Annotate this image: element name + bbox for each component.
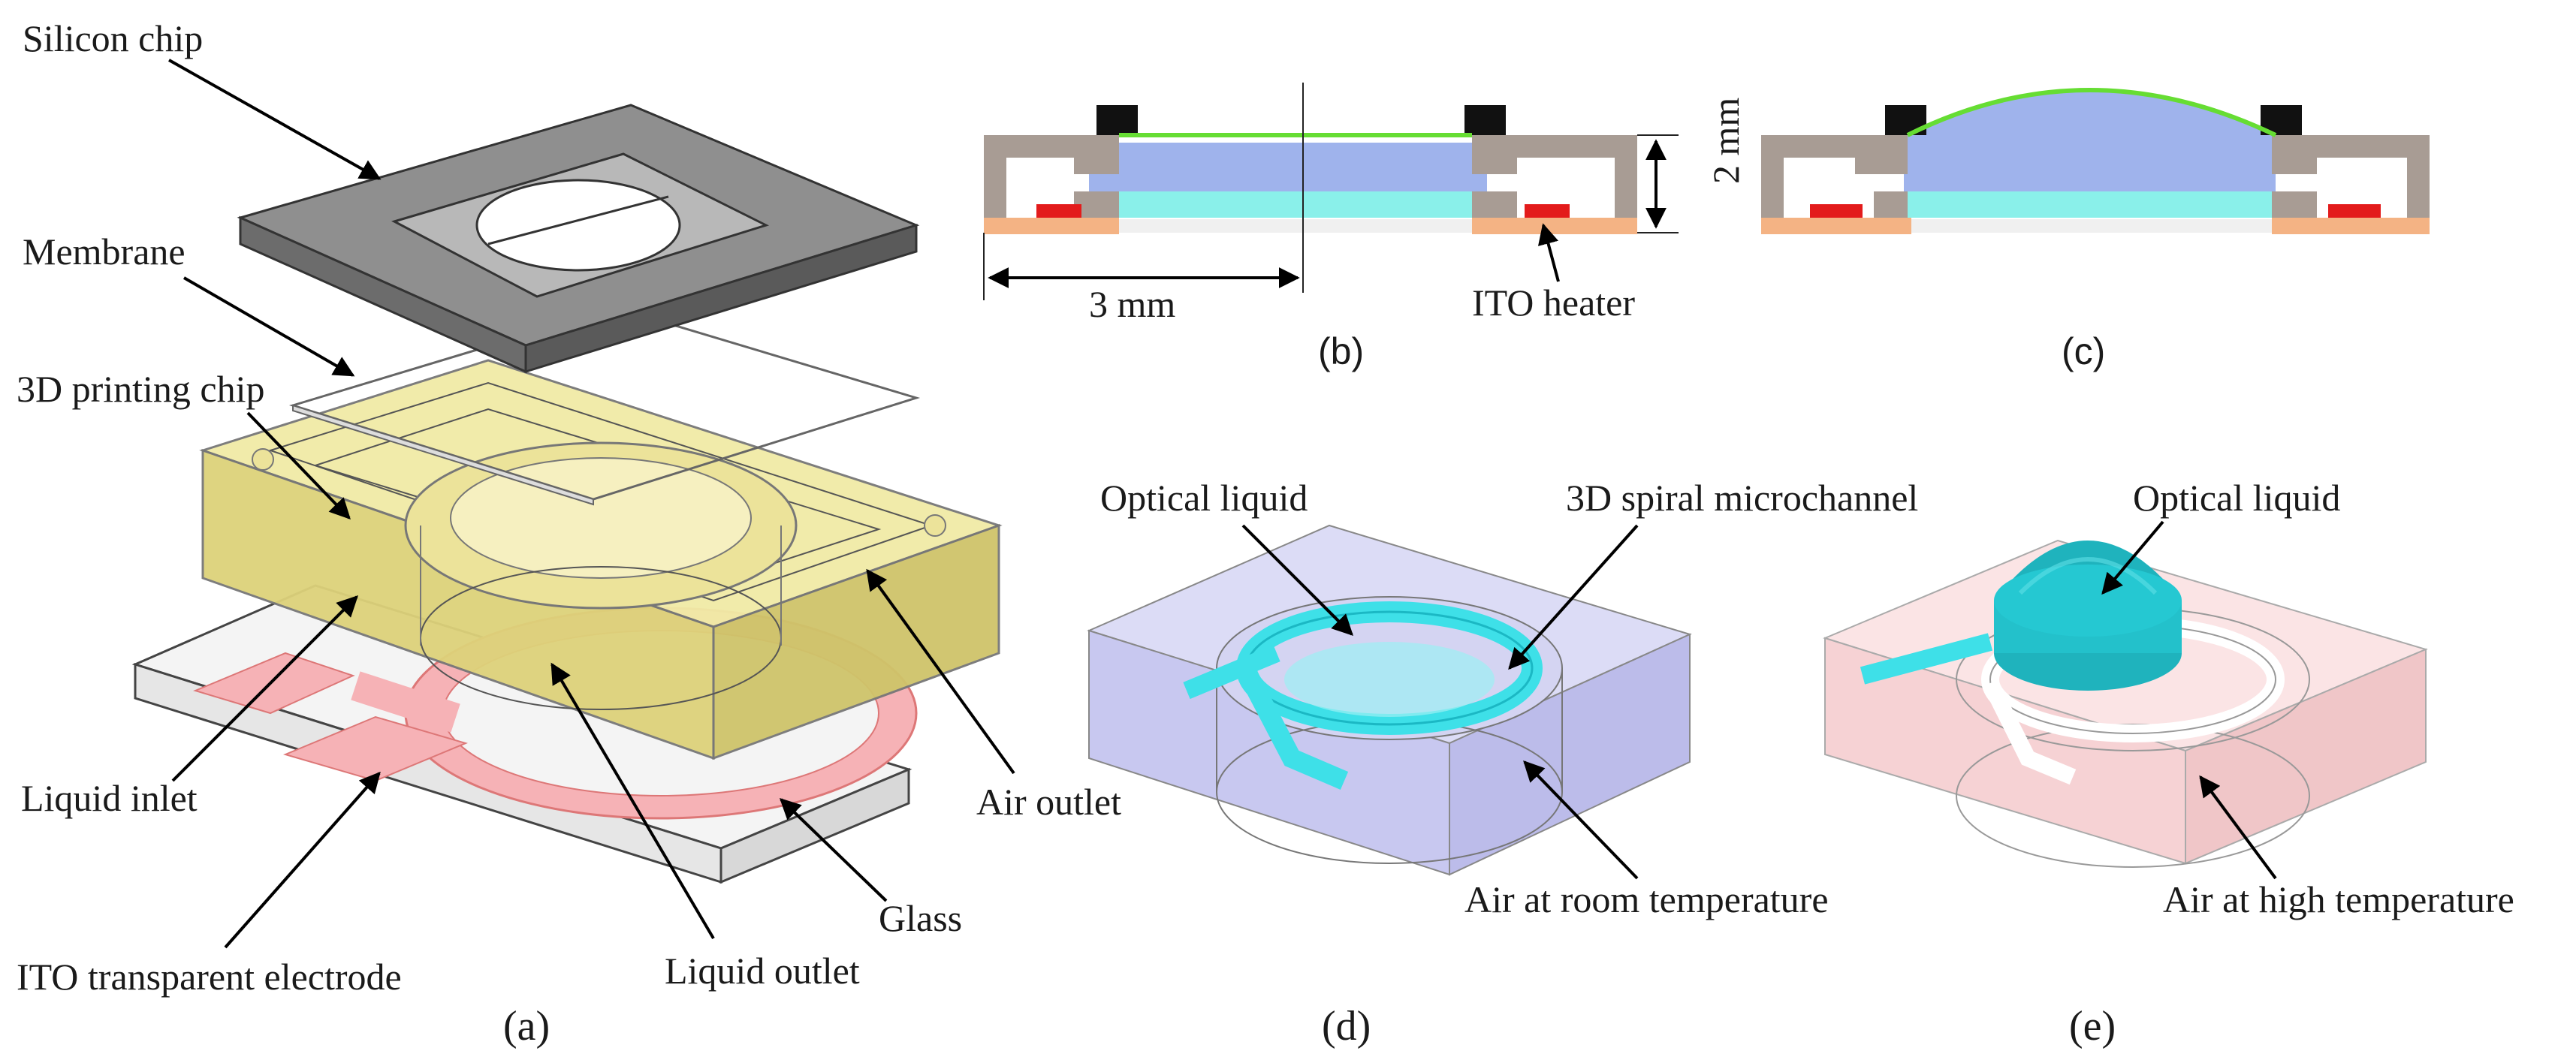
- arrow-air-high-temp: [2199, 775, 2277, 880]
- liquid-upper-b: [1089, 143, 1487, 191]
- panel-label-c: (c): [2062, 330, 2105, 372]
- arrow-printing-chip: [246, 411, 351, 520]
- label-silicon-chip: Silicon chip: [23, 17, 203, 59]
- arrow-ito-heater: [1537, 223, 1560, 282]
- pad-left-b: [1096, 105, 1138, 135]
- channel-down-d: [1238, 667, 1349, 790]
- label-glass: Glass: [879, 897, 962, 939]
- label-2mm: 2 mm: [1705, 98, 1747, 184]
- arrow-ito-electrode: [224, 771, 381, 949]
- label-membrane: Membrane: [23, 230, 186, 273]
- heater-left-b: [1036, 204, 1081, 218]
- arrow-liquid-outlet: [550, 662, 715, 940]
- label-ito-heater: ITO heater: [1472, 282, 1635, 324]
- panel-label-a: (a): [503, 1003, 550, 1049]
- heater-right-b: [1525, 204, 1570, 218]
- arrow-silicon-chip: [168, 59, 382, 180]
- heater-right-c: [2328, 204, 2381, 218]
- panel-c-cross-section: [1761, 88, 2430, 234]
- arrow-air-room-temp: [1523, 760, 1639, 880]
- base-right-b: [1472, 218, 1637, 234]
- arrow-spiral-microchannel: [1508, 524, 1639, 670]
- inlet-tube-e: [1860, 633, 1993, 685]
- printing-chip: [199, 359, 1003, 760]
- inlet-tube-d: [1183, 644, 1280, 700]
- arrow-optical-liquid-e: [2101, 520, 2164, 595]
- arrow-membrane: [182, 276, 355, 377]
- silicon-chip: [237, 104, 920, 374]
- label-3mm: 3 mm: [1089, 283, 1175, 325]
- wall-right-b: [1472, 135, 1637, 218]
- arrow-air-outlet: [866, 568, 1015, 775]
- panel-b-cross-section: [983, 83, 1679, 300]
- label-optical-liquid-d: Optical liquid: [1100, 477, 1308, 519]
- label-liquid-inlet: Liquid inlet: [21, 777, 198, 819]
- label-optical-liquid-e: Optical liquid: [2133, 477, 2340, 519]
- pad-right-b: [1464, 105, 1506, 135]
- label-air-high-temp: Air at high temperature: [2163, 878, 2514, 920]
- panel-label-d: (d): [1322, 1003, 1371, 1049]
- optical-liquid-pool-d: [1284, 642, 1495, 717]
- glass-window-b: [1119, 219, 1472, 233]
- arrow-optical-liquid-d: [1241, 524, 1353, 636]
- liquid-bulge-c: [1904, 90, 2276, 191]
- arrow-glass: [779, 798, 888, 902]
- membrane-bulged-c: [1906, 88, 2277, 137]
- liquid-lower-b: [1089, 191, 1487, 218]
- panel-d-device: [1087, 524, 1692, 876]
- panel-label-e: (e): [2069, 1003, 2116, 1049]
- panel-label-b: (b): [1318, 330, 1364, 372]
- label-liquid-outlet: Liquid outlet: [665, 950, 860, 992]
- label-air-outlet: Air outlet: [976, 781, 1121, 823]
- label-ito-electrode: ITO transparent electrode: [17, 956, 402, 998]
- arrow-liquid-inlet: [171, 595, 358, 782]
- label-air-room-temp: Air at room temperature: [1464, 878, 1829, 920]
- panel-e-device: [1823, 539, 2428, 868]
- label-printing-chip: 3D printing chip: [17, 368, 265, 410]
- heater-left-c: [1810, 204, 1863, 218]
- panel-a-assembly: [131, 104, 1003, 884]
- base-left-b: [984, 218, 1119, 234]
- label-spiral-microchannel: 3D spiral microchannel: [1566, 477, 1918, 519]
- wall-left-b: [984, 135, 1119, 218]
